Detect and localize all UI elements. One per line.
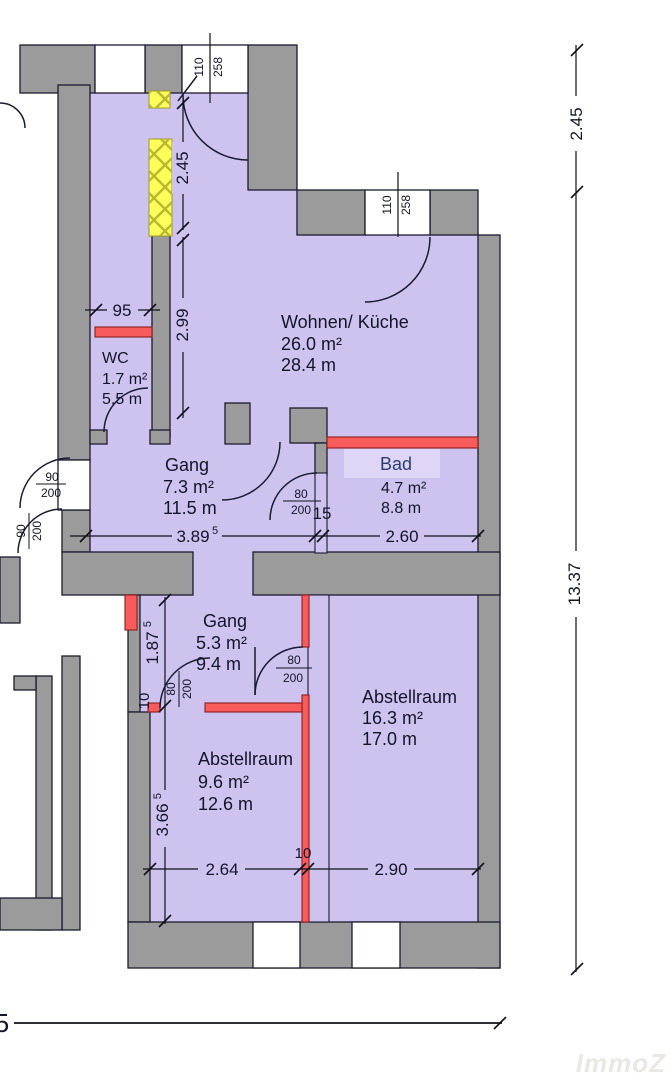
dim-gang-width-sup: 5 bbox=[212, 525, 218, 537]
gang-lower-perimeter: 9.4 m bbox=[196, 654, 241, 674]
entrance-door-leaf bbox=[177, 75, 198, 102]
dim-hall-length: 2.99 bbox=[173, 308, 192, 341]
bad-door-height: 200 bbox=[291, 503, 311, 517]
dimension-label-backgrounds bbox=[107, 96, 587, 879]
dim-wc-opening: 95 bbox=[113, 301, 132, 320]
window-top-left bbox=[94, 44, 146, 94]
svg-text:90: 90 bbox=[14, 524, 28, 538]
entrance-window-height: 258 bbox=[211, 57, 225, 77]
chimney-shaft bbox=[148, 90, 173, 237]
dim-wall-10-bottom: 10 bbox=[295, 845, 312, 862]
wc-area: 1.7 m² bbox=[102, 371, 148, 388]
bad-door-width: 80 bbox=[294, 487, 308, 501]
svg-text:200: 200 bbox=[30, 521, 44, 541]
abstell-left-name: Abstellraum bbox=[198, 749, 293, 769]
dim-abstell-left-width: 2.64 bbox=[205, 860, 238, 879]
wc-perimeter: 5.5 m bbox=[102, 391, 142, 408]
neighbor-door-a-width: 90 bbox=[45, 470, 59, 484]
dim-bad-width: 2.60 bbox=[385, 527, 418, 546]
svg-text:5: 5 bbox=[152, 793, 164, 799]
door-arcs bbox=[0, 75, 431, 709]
neighbor-door-arc-b bbox=[17, 508, 63, 554]
wohnen-area: 26.0 m² bbox=[281, 334, 342, 354]
dimension-labels: 95 2.45 2.99 3.89 5 2.60 15 2.45 13.37 1… bbox=[0, 107, 586, 1038]
lower-mid-door-height: 200 bbox=[283, 671, 303, 685]
bottom-window-b bbox=[351, 921, 401, 969]
room-label-abstellraum-left: Abstellraum 9.6 m² 12.6 m bbox=[198, 749, 293, 814]
room-label-abstellraum-right: Abstellraum 16.3 m² 17.0 m bbox=[362, 687, 457, 749]
bad-door-arc bbox=[269, 472, 318, 521]
svg-text:3.66: 3.66 bbox=[153, 803, 172, 836]
abstell-left-perimeter: 12.6 m bbox=[198, 794, 253, 814]
gang-upper-name: Gang bbox=[165, 455, 209, 475]
dim-hall-width: 2.45 bbox=[173, 151, 192, 184]
lower-mid-door-arc bbox=[254, 646, 304, 696]
svg-text:5: 5 bbox=[142, 621, 154, 627]
bad-area: 4.7 m² bbox=[381, 480, 427, 497]
abstell-right-area: 16.3 m² bbox=[362, 708, 423, 728]
dim-gang-lower-height: 1.87 5 bbox=[142, 621, 162, 665]
gang-door-arc bbox=[221, 441, 281, 501]
neighbor-door-a-height: 200 bbox=[41, 486, 61, 500]
watermark: ImmoZ bbox=[576, 1048, 666, 1078]
red-lintel-wc bbox=[94, 326, 153, 338]
red-wall-bad bbox=[326, 436, 479, 449]
room-labels: WC 1.7 m² 5.5 m Wohnen/ Küche 26.0 m² 28… bbox=[102, 312, 457, 814]
bad-highlight bbox=[344, 449, 440, 478]
svg-text:1.87: 1.87 bbox=[143, 631, 162, 664]
room-label-wc: WC 1.7 m² 5.5 m bbox=[102, 350, 148, 408]
neighbor-door-opening bbox=[57, 459, 91, 511]
gang-upper-perimeter: 11.5 m bbox=[163, 498, 217, 518]
lower-left-door-arc bbox=[159, 657, 211, 709]
dim-wall-10-left: 10 bbox=[136, 693, 153, 710]
room-label-wohnen-kueche: Wohnen/ Küche 26.0 m² 28.4 m bbox=[281, 312, 409, 375]
room-label-bad: Bad 4.7 m² 8.8 m bbox=[344, 449, 440, 517]
abstell-right-perimeter: 17.0 m bbox=[362, 729, 417, 749]
svg-text:200: 200 bbox=[180, 679, 194, 699]
svg-text:80: 80 bbox=[164, 682, 178, 696]
living-window-width: 110 bbox=[380, 195, 394, 214]
room-label-gang-upper: Gang 7.3 m² 11.5 m bbox=[163, 455, 217, 518]
bad-name: Bad bbox=[380, 454, 412, 474]
gang-lower-area: 5.3 m² bbox=[196, 633, 247, 653]
wohnen-perimeter: 28.4 m bbox=[281, 355, 336, 375]
wc-door-arc bbox=[103, 387, 149, 433]
wohnen-name: Wohnen/ Küche bbox=[281, 312, 409, 332]
lower-left-door-label: 80 200 bbox=[164, 671, 194, 707]
gang-upper-area: 7.3 m² bbox=[163, 477, 214, 497]
wc-name: WC bbox=[102, 350, 129, 367]
neighbor-door-arc-a bbox=[19, 457, 71, 509]
room-label-gang-lower: Gang 5.3 m² 9.4 m bbox=[196, 611, 247, 674]
bad-perimeter: 8.8 m bbox=[381, 500, 421, 517]
dimension-ticks bbox=[79, 43, 584, 1030]
neighbor-door-b-label: 90 200 bbox=[14, 513, 44, 549]
dim-gang-width: 3.89 bbox=[176, 527, 209, 546]
entrance-window-width: 110 bbox=[192, 57, 206, 76]
neighbor-door-arc-c bbox=[0, 102, 26, 129]
bottom-window-a bbox=[252, 921, 301, 969]
dim-wall-15: 15 bbox=[313, 504, 332, 523]
dim-bottom-scale-partial: 5 bbox=[0, 1008, 9, 1038]
abstell-right-name: Abstellraum bbox=[362, 687, 457, 707]
entrance-opening bbox=[181, 44, 249, 94]
walls bbox=[0, 44, 501, 969]
entrance-door-arc bbox=[182, 94, 249, 161]
living-window-height: 258 bbox=[399, 195, 413, 215]
new-walls-red bbox=[94, 326, 479, 923]
abstell-left-area: 9.6 m² bbox=[198, 772, 249, 792]
dim-abstell-right-width: 2.90 bbox=[374, 860, 407, 879]
dim-right-recess: 2.45 bbox=[567, 107, 586, 140]
dim-abstell-left-height: 3.66 5 bbox=[152, 793, 172, 837]
gang-lower-name: Gang bbox=[203, 611, 247, 631]
living-window-arc bbox=[364, 236, 431, 303]
lower-mid-door-width: 80 bbox=[287, 653, 301, 667]
dim-right-total: 13.37 bbox=[565, 563, 584, 606]
opening-labels: 110 258 110 258 80 200 80 200 80 200 90 … bbox=[14, 57, 413, 707]
